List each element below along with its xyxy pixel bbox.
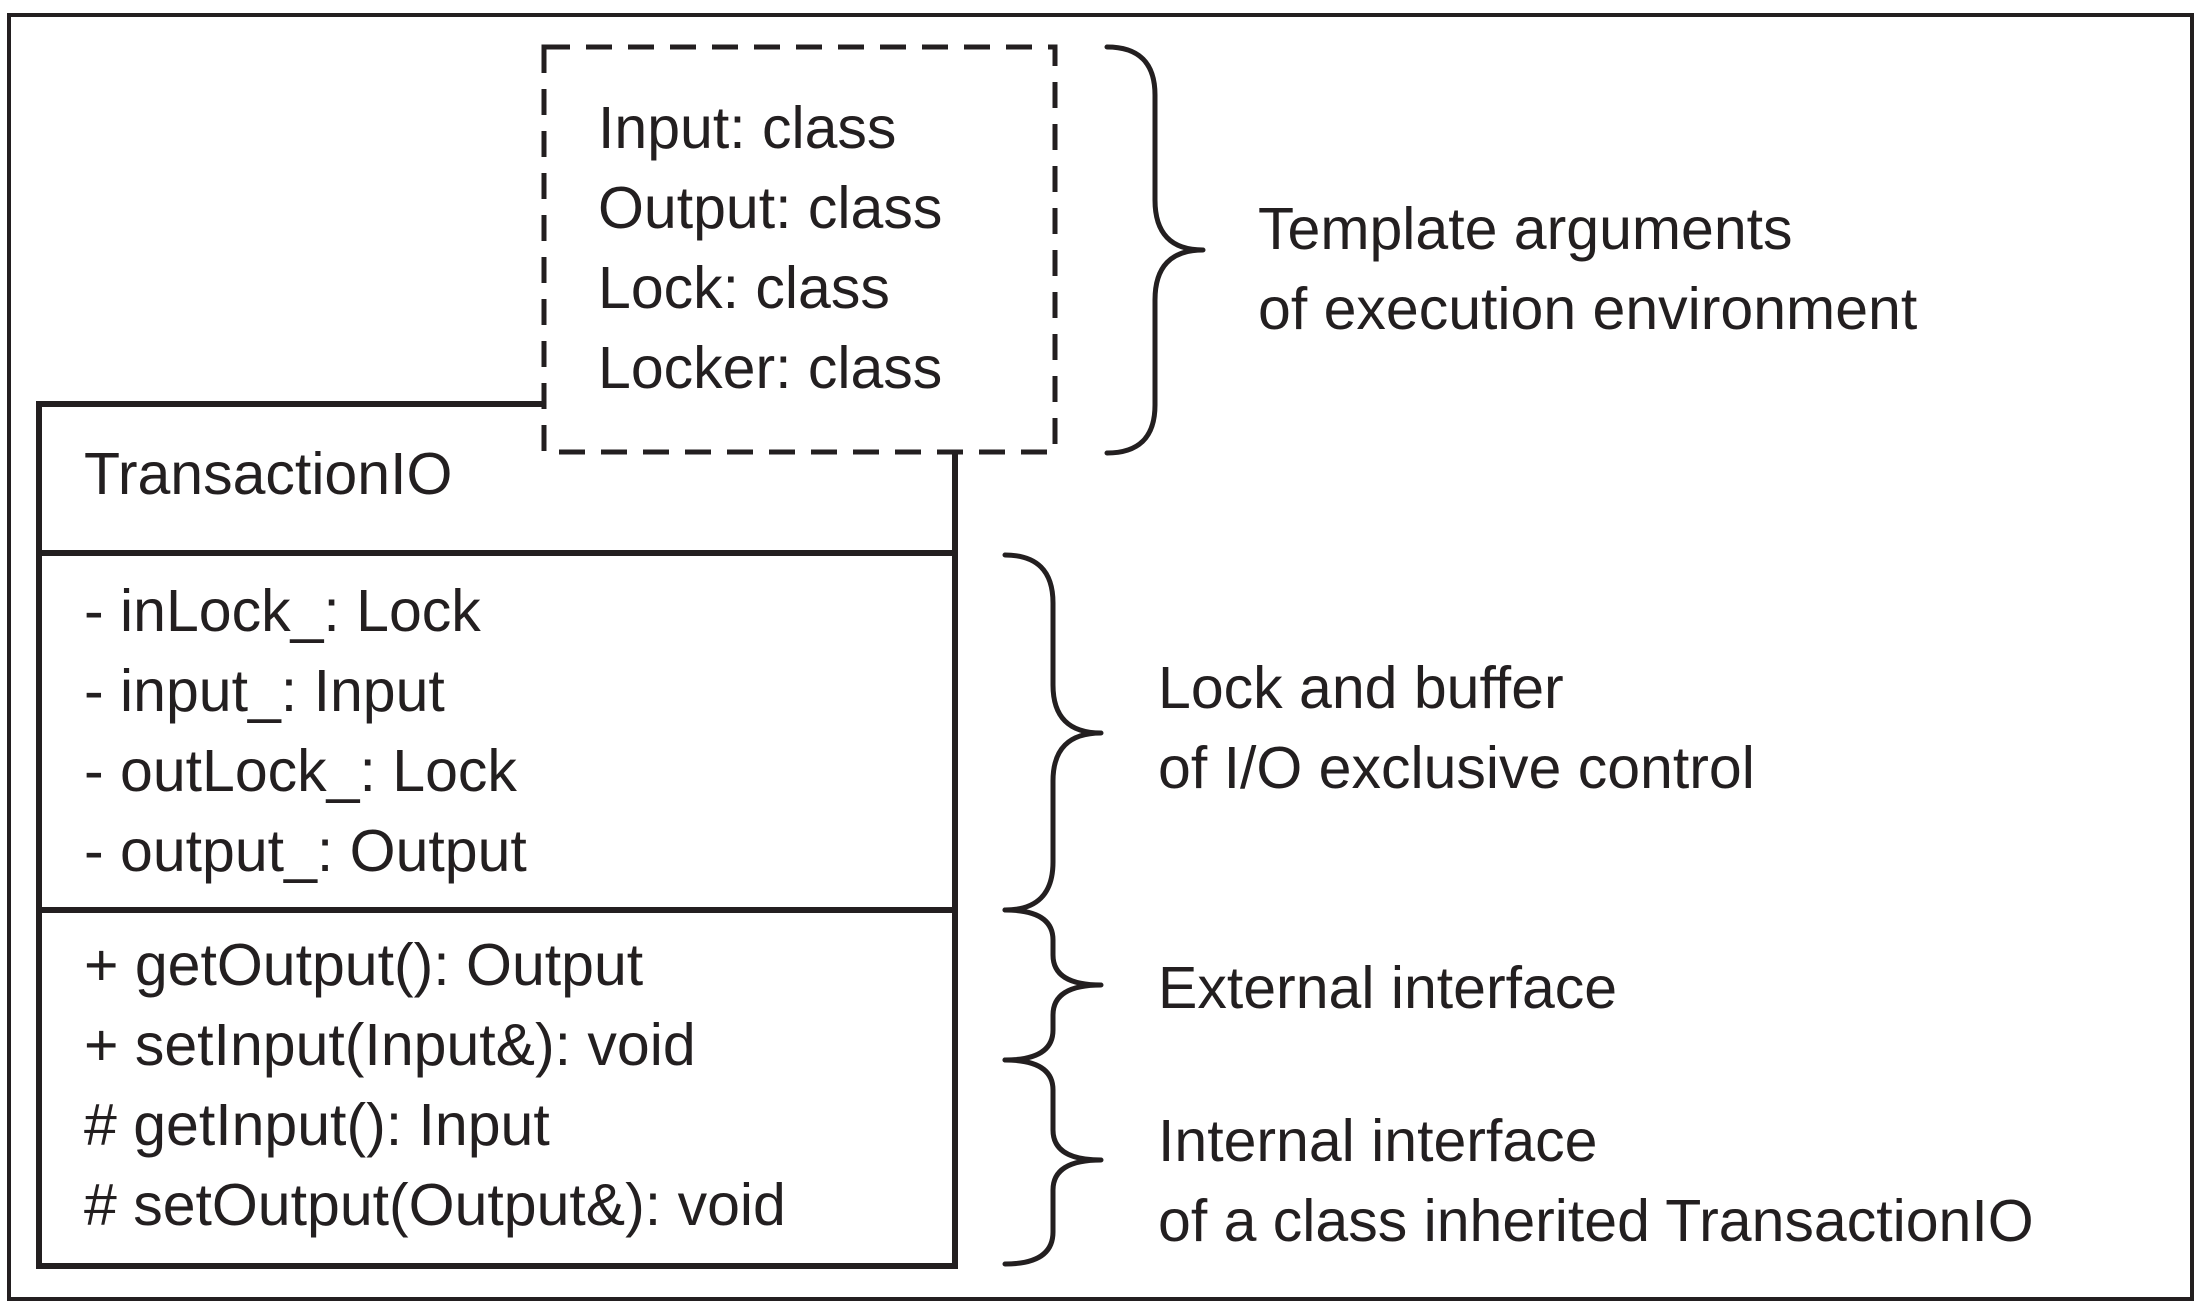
- annotation-template-arguments-line2: of execution environment: [1258, 276, 1918, 342]
- template-param-locker: Locker: class: [598, 335, 943, 401]
- figure-frame: [7, 13, 2194, 1301]
- class-box-outline: [36, 401, 958, 1269]
- template-param-output: Output: class: [598, 175, 943, 241]
- brace-template-arguments: [1104, 44, 1206, 456]
- annotation-lock-buffer: Lock and buffer of I/O exclusive control: [1158, 648, 1755, 808]
- annotation-external-interface: External interface: [1158, 955, 1618, 1021]
- brace-lock-buffer: [1002, 552, 1104, 913]
- attribute-list: - inLock_: Lock - input_: Input - outLoc…: [84, 571, 527, 891]
- template-param-input: Input: class: [598, 95, 897, 161]
- attribute-input: - input_: Input: [84, 658, 445, 724]
- annotation-internal-interface-line1: Internal interface: [1158, 1108, 1598, 1174]
- brace-external-interface: [1002, 907, 1104, 1063]
- template-parameter-list: Input: class Output: class Lock: class L…: [598, 88, 942, 408]
- class-name: TransactionIO: [84, 441, 453, 507]
- annotation-lock-buffer-line2: of I/O exclusive control: [1158, 735, 1755, 801]
- operation-set-output: # setOutput(Output&): void: [84, 1172, 786, 1238]
- annotation-template-arguments: Template arguments of execution environm…: [1258, 189, 1917, 349]
- template-parameter-box: [541, 44, 1058, 455]
- brace-internal-interface: [1002, 1057, 1104, 1267]
- operation-set-input: + setInput(Input&): void: [84, 1012, 696, 1078]
- annotation-internal-interface-line2: of a class inherited TransactionIO: [1158, 1188, 2034, 1254]
- annotation-internal-interface: Internal interface of a class inherited …: [1158, 1101, 2034, 1261]
- annotation-lock-buffer-line1: Lock and buffer: [1158, 655, 1564, 721]
- template-param-lock: Lock: class: [598, 255, 890, 321]
- attribute-outlock: - outLock_: Lock: [84, 738, 517, 804]
- annotation-template-arguments-line1: Template arguments: [1258, 196, 1793, 262]
- operation-get-input: # getInput(): Input: [84, 1092, 550, 1158]
- class-box: [36, 401, 958, 1269]
- operation-list: + getOutput(): Output + setInput(Input&)…: [84, 925, 786, 1245]
- attribute-output: - output_: Output: [84, 818, 527, 884]
- operation-get-output: + getOutput(): Output: [84, 932, 644, 998]
- attribute-inlock: - inLock_: Lock: [84, 578, 481, 644]
